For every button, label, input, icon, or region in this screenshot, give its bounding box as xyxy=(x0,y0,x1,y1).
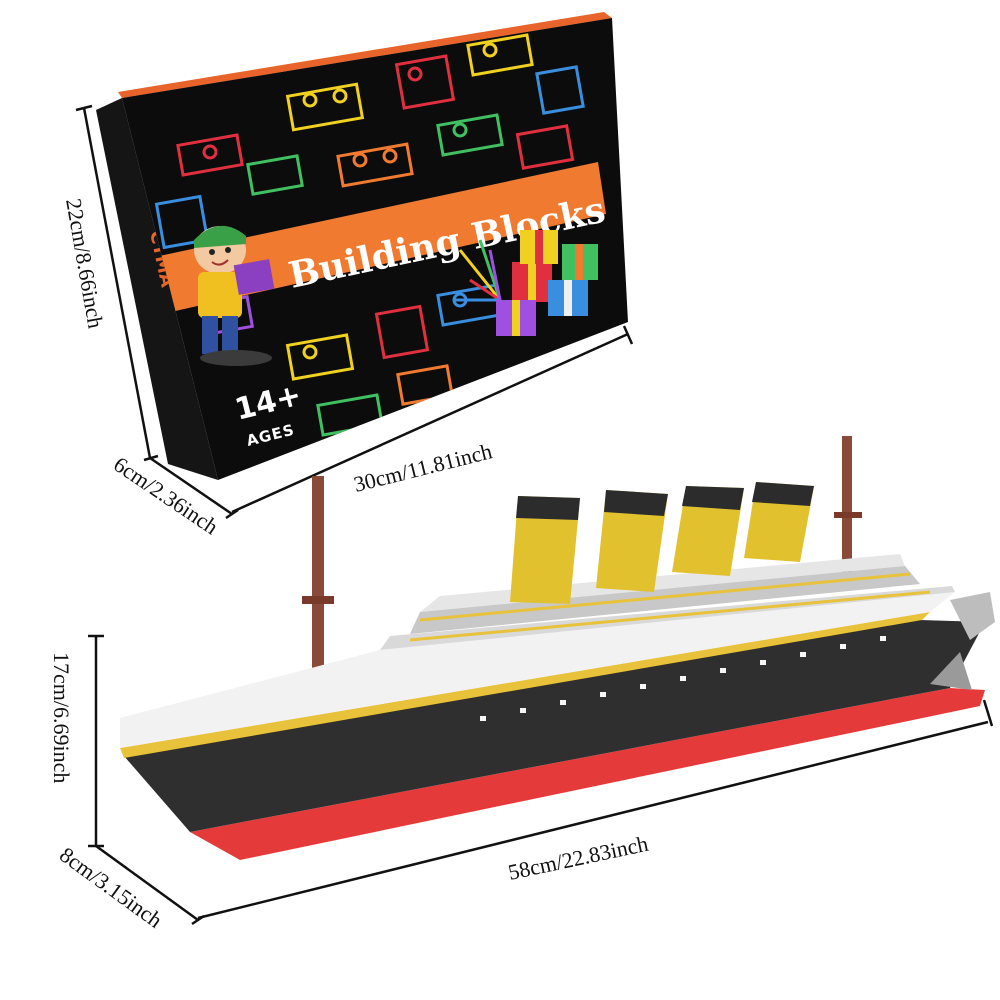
boy-character xyxy=(194,225,275,366)
box-dimension-lines xyxy=(75,104,634,520)
portholes xyxy=(480,636,886,721)
funnels xyxy=(510,482,814,604)
ship-model xyxy=(120,436,995,860)
product-box: CTMA xyxy=(96,12,628,480)
hull xyxy=(124,620,985,832)
hull-stripe xyxy=(120,612,930,758)
rear-mast xyxy=(312,476,324,698)
gift-boxes xyxy=(455,230,598,336)
ship-dimension-lines xyxy=(88,634,994,926)
ship-height-label: 17cm/6.69inch xyxy=(49,652,74,783)
box-width-label: 30cm/11.81inch xyxy=(351,438,494,497)
box-side xyxy=(96,98,218,480)
hull-bottom xyxy=(190,688,985,860)
box-top-flap xyxy=(118,12,612,98)
front-mast xyxy=(842,436,852,584)
ship-length-label: 58cm/22.83inch xyxy=(506,831,650,885)
box-height-label: 22cm/8.66inch xyxy=(61,197,108,331)
upper-deck xyxy=(120,592,955,748)
